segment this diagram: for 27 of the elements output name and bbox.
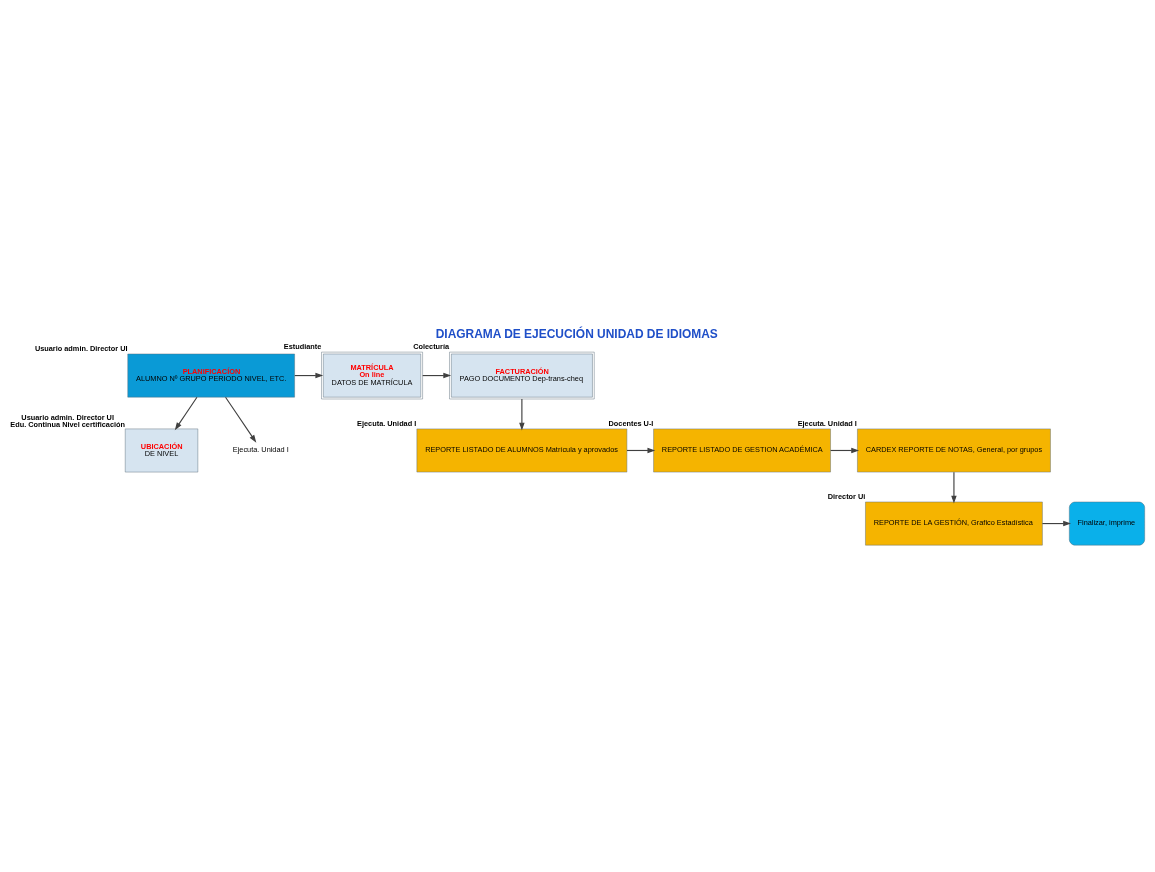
node-label: Colecturía bbox=[413, 342, 450, 352]
arrow bbox=[294, 372, 324, 379]
node-box: REPORTE LISTADO DE ALUMNOS Matrícula y aprovados bbox=[416, 428, 628, 473]
node-label: Estudiante bbox=[283, 342, 322, 352]
node-label: Edu. Continua Nivel certificación bbox=[10, 419, 125, 429]
arrow bbox=[519, 398, 525, 431]
node-box: REPORTE DE LA GESTIÓN, Grafico Estadística bbox=[865, 501, 1043, 546]
node-label: Docentes U-I bbox=[608, 419, 654, 429]
node-text: Ejecuta. Unidad I bbox=[232, 445, 289, 455]
arrow bbox=[951, 471, 957, 504]
node-label: Usuario admin. Director UI bbox=[34, 344, 128, 354]
node-box: CARDEX REPORTE DE NOTAS, General, por grupos bbox=[857, 428, 1051, 473]
arrow bbox=[174, 396, 198, 431]
node-label: Ejecuta. Unidad I bbox=[797, 419, 857, 429]
arrow bbox=[224, 396, 257, 443]
arrow bbox=[422, 372, 452, 379]
node-box: UBICACIÓN DE NIVEL bbox=[125, 428, 199, 473]
node-box: PLANIFICACÍON ALUMNO Nº GRUPO PERIODO NIVEL, ETC. bbox=[127, 353, 295, 398]
node-label: Director Ui bbox=[827, 492, 866, 502]
arrow bbox=[830, 447, 860, 454]
diagram-title: DIAGRAMA DE EJECUCIÓN UNIDAD DE IDIOMAS bbox=[435, 326, 718, 341]
arrow bbox=[626, 447, 656, 454]
node-box: REPORTE LISTADO DE GESTION ACADÉMICA bbox=[653, 428, 831, 473]
node-label: Ejecuta. Unidad I bbox=[357, 419, 417, 429]
node-label: Usuario admin. Director UI bbox=[21, 412, 114, 422]
arrow bbox=[1041, 520, 1071, 527]
node-box: Finalizar, imprime bbox=[1069, 501, 1145, 546]
